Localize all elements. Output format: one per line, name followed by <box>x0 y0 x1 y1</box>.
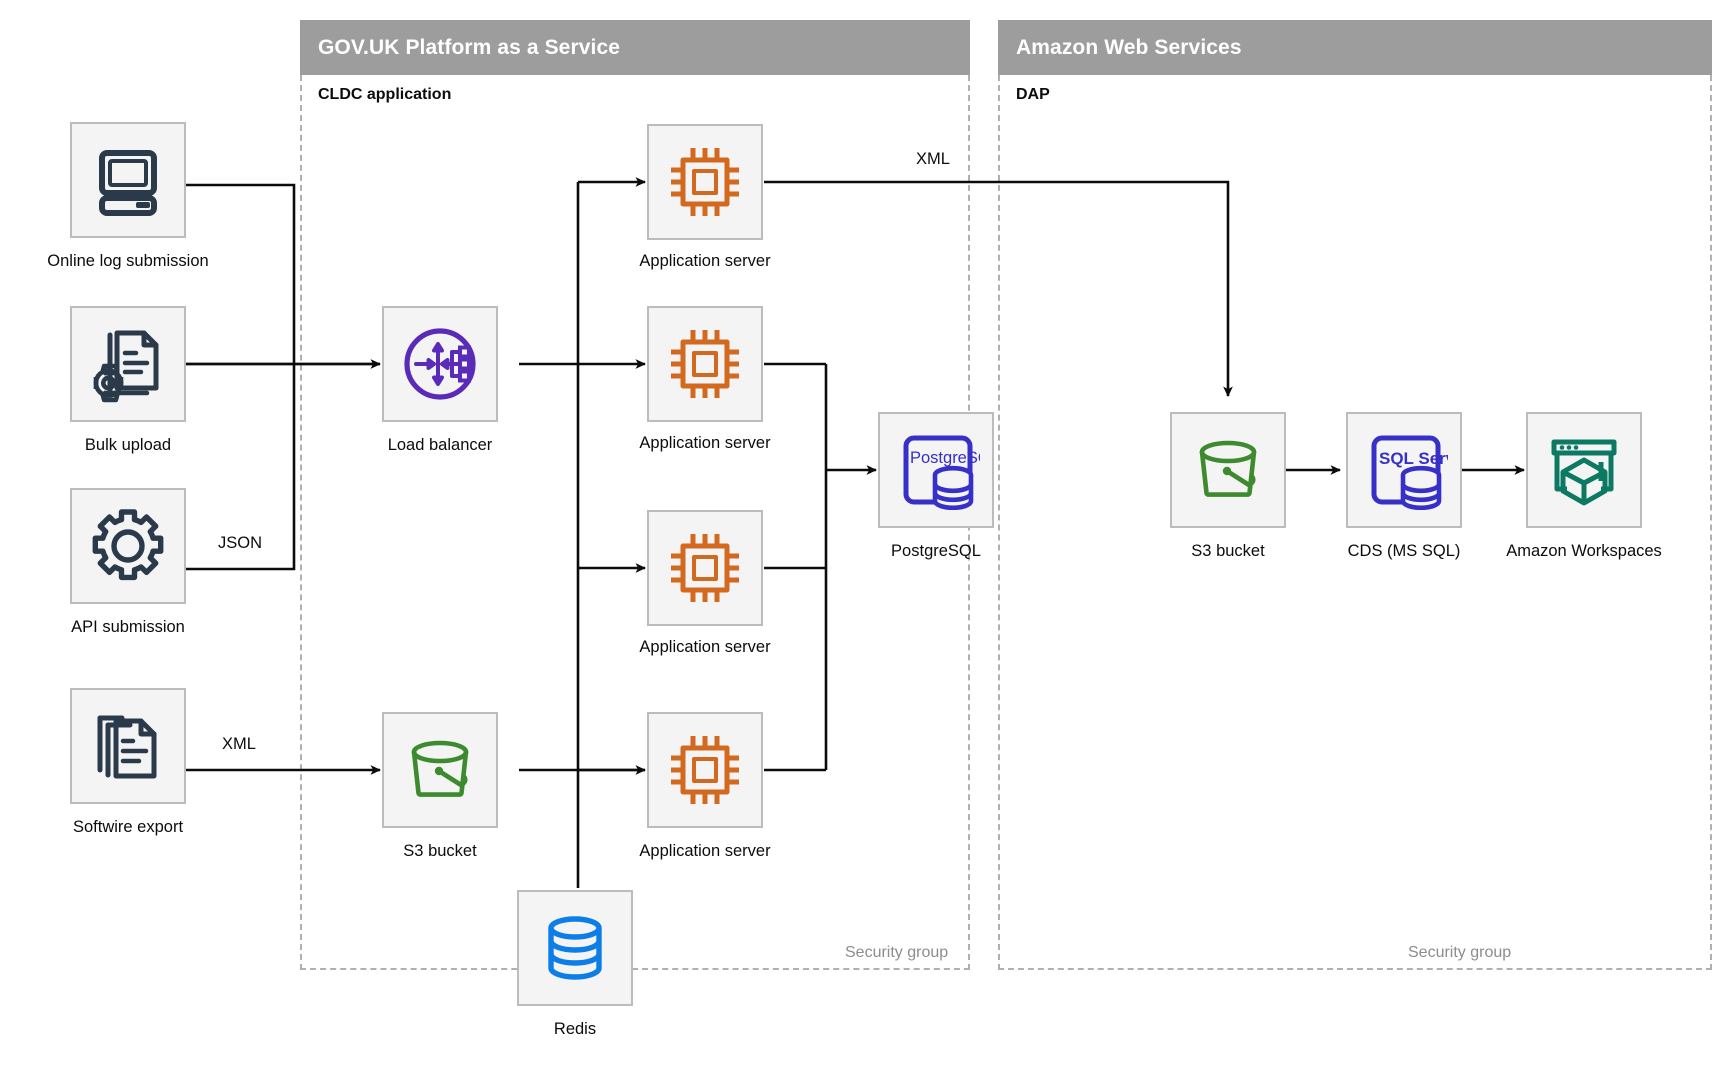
node-label-load-balancer: Load balancer <box>387 436 493 454</box>
node-label-bulk-upload: Bulk upload <box>84 436 172 454</box>
load-balancer-icon <box>398 322 482 406</box>
node-softwire-export[interactable] <box>70 688 186 804</box>
group-body-aws <box>998 75 1712 970</box>
group-sublabel-cldc-application: CLDC application <box>318 86 452 103</box>
workspaces-cube-icon <box>1543 429 1625 511</box>
desktop-computer-icon <box>89 141 167 219</box>
node-app-server-4[interactable] <box>647 712 763 828</box>
gear-icon <box>88 506 168 586</box>
node-label-app-server-4: Application server <box>639 842 771 860</box>
cpu-chip-icon <box>665 324 745 404</box>
node-load-balancer[interactable] <box>382 306 498 422</box>
group-footlabel-paas-security-group: Security group <box>845 944 949 961</box>
node-s3-bucket-paas[interactable] <box>382 712 498 828</box>
document-stack-icon <box>89 707 167 785</box>
node-online-log-submission[interactable] <box>70 122 186 238</box>
node-bulk-upload[interactable] <box>70 306 186 422</box>
node-label-api-submission: API submission <box>71 618 185 636</box>
postgresql-icon: PostgreSQL <box>892 430 980 510</box>
node-label-online-log-submission: Online log submission <box>47 252 209 270</box>
node-s3-bucket-aws[interactable] <box>1170 412 1286 528</box>
edge-label-xml-softwire: XML <box>218 735 260 754</box>
node-app-server-1[interactable] <box>647 124 763 240</box>
node-label-app-server-1: Application server <box>639 252 771 270</box>
node-label-amazon-workspaces: Amazon Workspaces <box>1506 542 1662 560</box>
edge-label-xml-dap: XML <box>912 150 954 169</box>
node-redis[interactable] <box>517 890 633 1006</box>
node-label-app-server-2: Application server <box>639 434 771 452</box>
group-body-paas <box>300 75 970 970</box>
node-label-softwire-export: Softwire export <box>72 818 184 836</box>
cpu-chip-icon <box>665 730 745 810</box>
node-label-redis: Redis <box>553 1020 597 1038</box>
bucket-icon <box>399 729 481 811</box>
database-cylinder-icon <box>538 911 612 985</box>
node-label-postgresql: PostgreSQL <box>891 542 981 560</box>
node-label-cds-ms-sql: CDS (MS SQL) <box>1347 542 1461 560</box>
group-header-aws-label: Amazon Web Services <box>1016 35 1242 59</box>
node-label-app-server-3: Application server <box>639 638 771 656</box>
node-app-server-2[interactable] <box>647 306 763 422</box>
bucket-icon <box>1187 429 1269 511</box>
group-footlabel-aws-security-group: Security group <box>1408 944 1512 961</box>
group-header-aws: Amazon Web Services <box>998 20 1712 75</box>
node-label-s3-bucket-paas: S3 bucket <box>403 842 477 860</box>
edge-label-json: JSON <box>214 534 267 553</box>
node-label-s3-bucket-aws: S3 bucket <box>1191 542 1265 560</box>
svg-text:SQL Server: SQL Server <box>1379 449 1448 468</box>
node-app-server-3[interactable] <box>647 510 763 626</box>
cpu-chip-icon <box>665 528 745 608</box>
group-sublabel-dap: DAP <box>1016 86 1050 103</box>
document-gear-icon <box>89 325 167 403</box>
node-api-submission[interactable] <box>70 488 186 604</box>
node-postgresql[interactable]: PostgreSQL <box>878 412 994 528</box>
group-header-paas: GOV.UK Platform as a Service <box>300 20 970 75</box>
cpu-chip-icon <box>665 142 745 222</box>
group-header-paas-label: GOV.UK Platform as a Service <box>318 35 620 59</box>
sql-server-icon: SQL Server <box>1360 430 1448 510</box>
svg-text:PostgreSQL: PostgreSQL <box>910 449 980 467</box>
node-cds-ms-sql[interactable]: SQL Server <box>1346 412 1462 528</box>
node-amazon-workspaces[interactable] <box>1526 412 1642 528</box>
